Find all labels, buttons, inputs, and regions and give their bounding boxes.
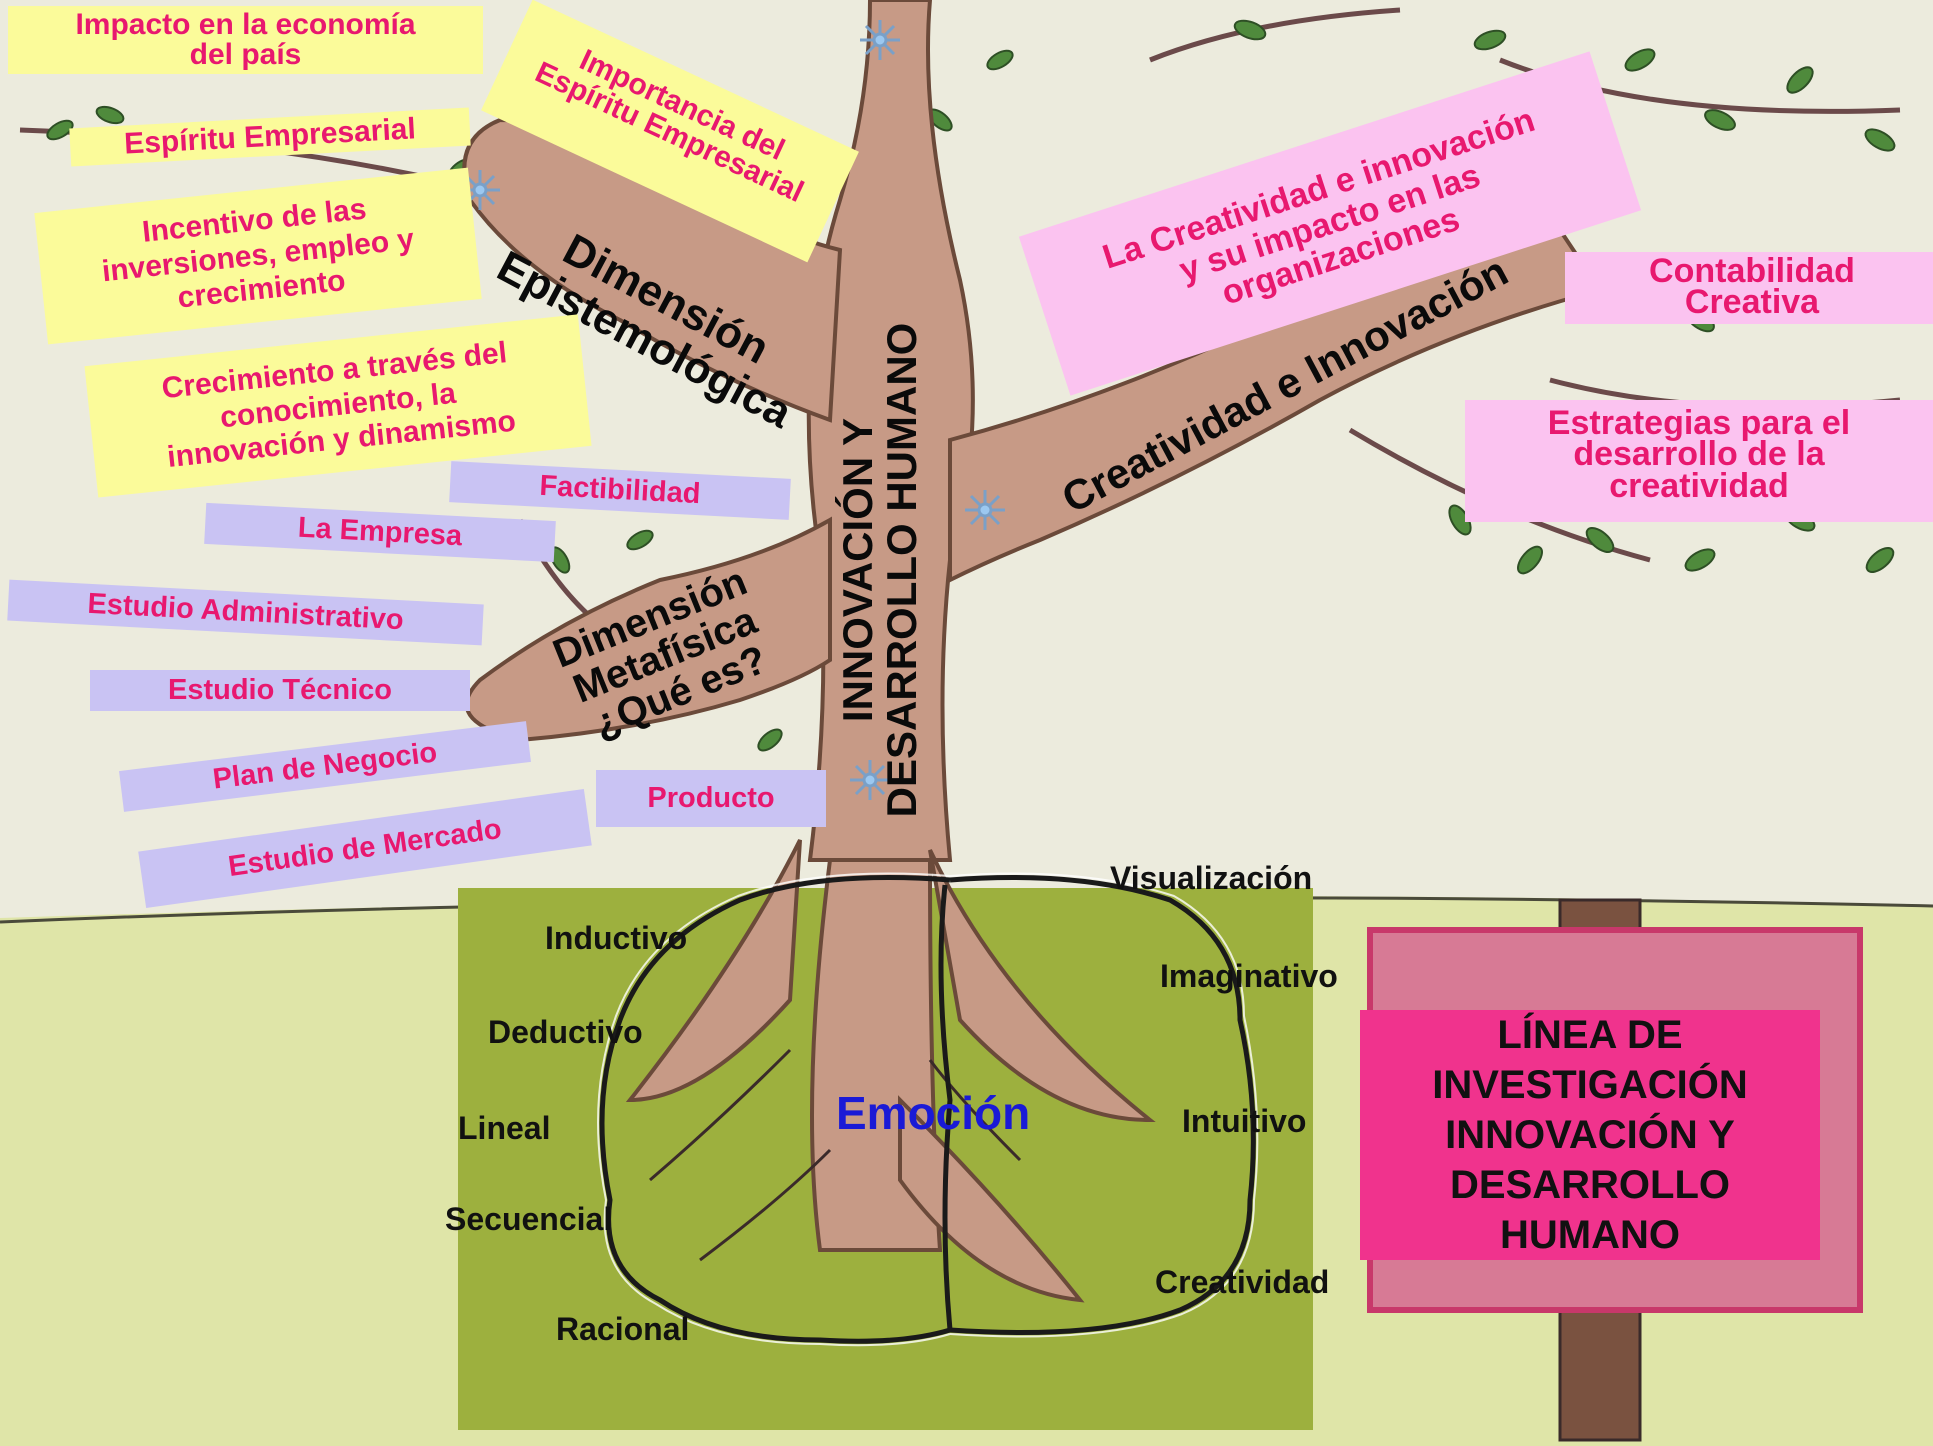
brain-outline [599, 875, 1256, 1344]
left-brain-secuencial: Secuencial [445, 1201, 613, 1237]
note-estrategias-creatividad: Estrategias para el desarrollo de la cre… [1465, 400, 1933, 522]
note-impacto-economia: Impacto en la economía del país [8, 6, 483, 74]
right-brain-intuitivo: Intuitivo [1182, 1103, 1307, 1139]
left-brain-inductivo: Inductivo [545, 920, 688, 956]
right-brain-visualizacion: Visualización [1110, 860, 1313, 896]
sign-title: LÍNEA DE INVESTIGACIÓN INNOVACIÓN Y DESA… [1360, 1010, 1820, 1260]
right-brain-creatividad: Creatividad [1155, 1264, 1330, 1300]
brain-outline-glow [597, 872, 1259, 1347]
left-brain-deductivo: Deductivo [488, 1014, 643, 1050]
note-contabilidad-creativa: Contabilidad Creativa [1565, 252, 1933, 324]
note-producto: Producto [596, 770, 826, 827]
center-label-emocion: Emoción [836, 1087, 1031, 1139]
root-right [928, 849, 1156, 1123]
root-left [625, 839, 802, 1103]
left-brain-lineal: Lineal [458, 1110, 551, 1146]
left-brain-racional: Racional [556, 1311, 690, 1347]
note-estudio-tecnico: Estudio Técnico [90, 670, 470, 711]
right-brain-imaginativo: Imaginativo [1160, 958, 1338, 994]
root-dark-lines [649, 1048, 1022, 1262]
trunk-label: INNOVACIÓN Y DESARROLLO HUMANO [833, 322, 925, 818]
